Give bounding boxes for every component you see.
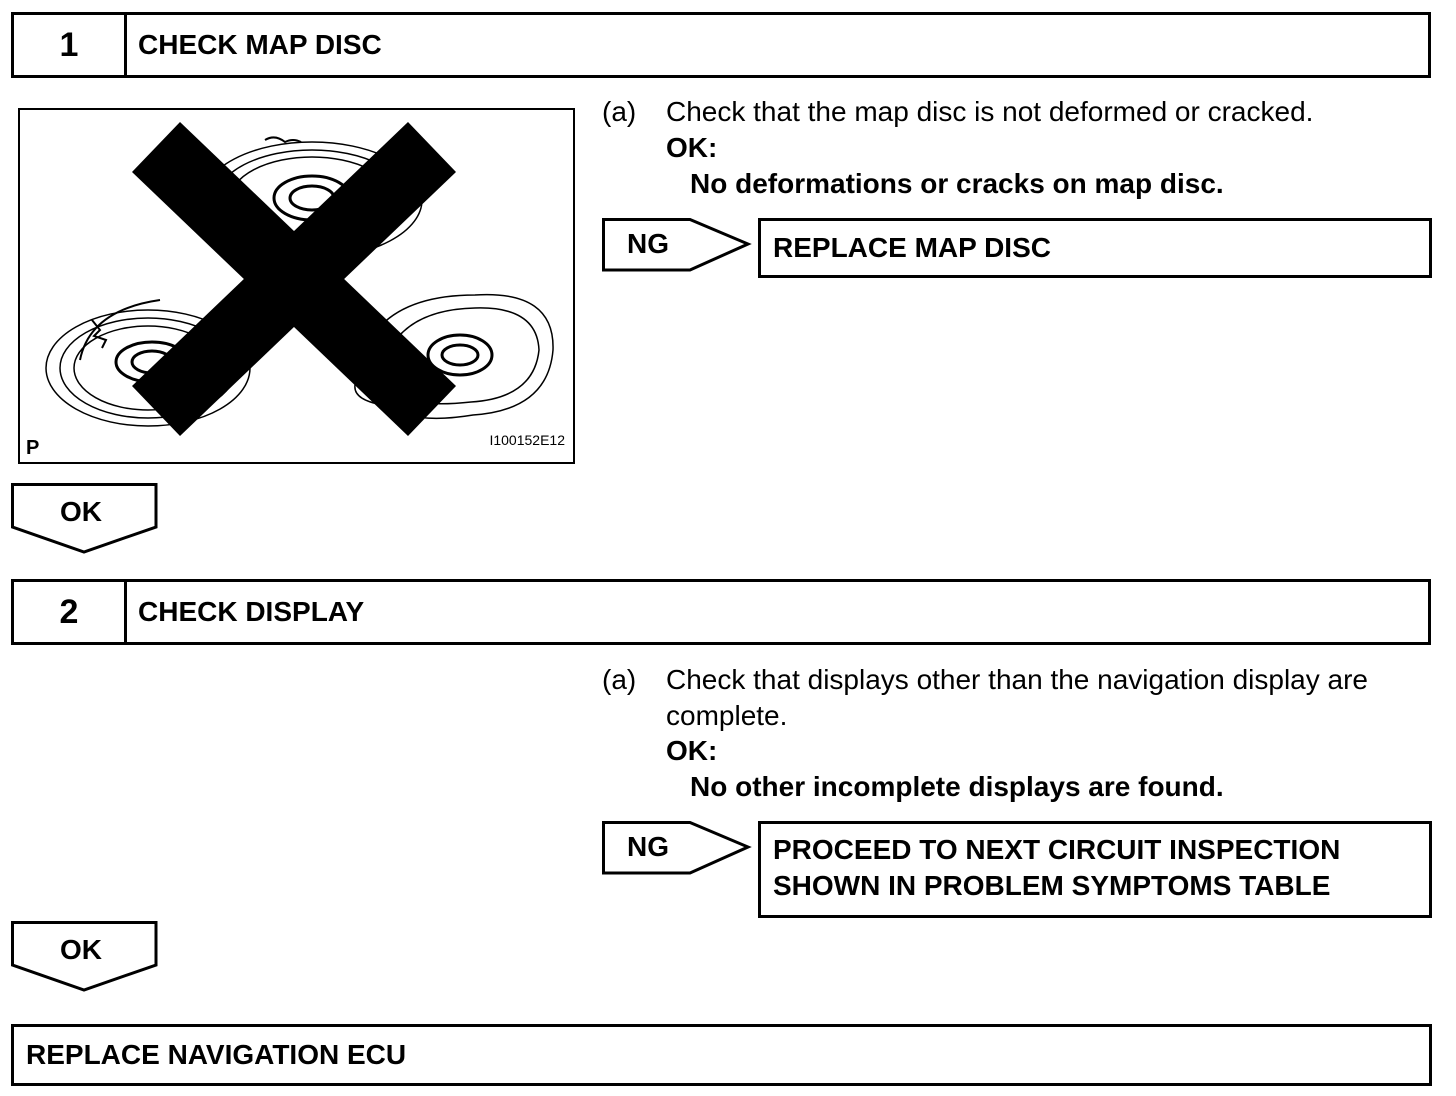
step-1-ok-tag: OK [60, 496, 102, 527]
step-1-header: 1 CHECK MAP DISC [11, 12, 1431, 78]
step-2-ng-arrow-icon [602, 821, 752, 875]
step-1-ok-label: OK: [666, 132, 718, 163]
step-2-ok-detail: No other incomplete displays are found. [690, 771, 1224, 802]
step-2-item-text-line2: complete. [666, 700, 788, 731]
crossed-out-discs-icon [45, 122, 554, 436]
step-2-ng-result-line1: PROCEED TO NEXT CIRCUIT INSPECTION [773, 834, 1341, 865]
figure-code: I100152E12 [489, 432, 565, 448]
step-2-ok-label: OK: [666, 735, 718, 766]
step-1-ng-tag: NG [627, 228, 669, 259]
figure-corner-label: P [26, 437, 40, 459]
step-1-ok-arrow-icon [11, 483, 158, 554]
step-1-ng-result: REPLACE MAP DISC [758, 218, 1432, 278]
step-1-ng-arrow-icon [602, 218, 752, 272]
map-disc-illustration: P I100152E12 [18, 108, 575, 464]
step-2-ng-result: PROCEED TO NEXT CIRCUIT INSPECTION SHOWN… [758, 821, 1432, 918]
step-1-number: 1 [14, 15, 127, 75]
step-2-ok-tag: OK [60, 934, 102, 965]
step-2-ng-result-line2: SHOWN IN PROBLEM SYMPTOMS TABLE [773, 870, 1331, 901]
step-2-item-text-line1: Check that displays other than the navig… [666, 664, 1368, 695]
step-1-ok-detail: No deformations or cracks on map disc. [690, 168, 1224, 199]
step-2-header: 2 CHECK DISPLAY [11, 579, 1431, 645]
step-2-ng-tag: NG [627, 831, 669, 862]
final-result: REPLACE NAVIGATION ECU [11, 1024, 1432, 1086]
step-2-number: 2 [14, 582, 127, 642]
step-2-ok-arrow-icon [11, 921, 158, 992]
step-1-title: CHECK MAP DISC [138, 29, 382, 60]
step-2-title: CHECK DISPLAY [138, 596, 365, 627]
step-2-item-letter: (a) [602, 664, 637, 695]
step-1-item-letter: (a) [602, 96, 637, 127]
step-1-item-text: Check that the map disc is not deformed … [666, 96, 1314, 127]
